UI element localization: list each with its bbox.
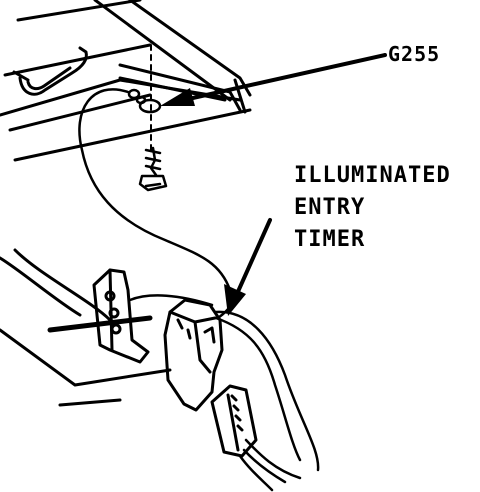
timer-label-line-2: ENTRY — [294, 195, 366, 220]
grab-handle — [12, 46, 88, 96]
upper-panel — [0, 0, 252, 162]
g255-leader-line — [173, 53, 387, 104]
timer-label-line-3: TIMER — [294, 227, 366, 252]
g255-arrowhead-icon — [160, 88, 195, 106]
timer-label-line-1: ILLUMINATED — [294, 163, 451, 188]
wiring-harness — [78, 88, 320, 492]
lower-panel — [0, 248, 172, 407]
g255-label: G255 — [388, 42, 441, 66]
connector — [210, 384, 258, 458]
illuminated-entry-timer-label: ILLUMINATED ENTRY TIMER — [294, 160, 451, 256]
timer-module — [163, 298, 224, 412]
mounting-bracket — [92, 268, 150, 364]
ground-bolt — [127, 44, 168, 192]
timer-arrowhead-icon — [224, 284, 246, 316]
